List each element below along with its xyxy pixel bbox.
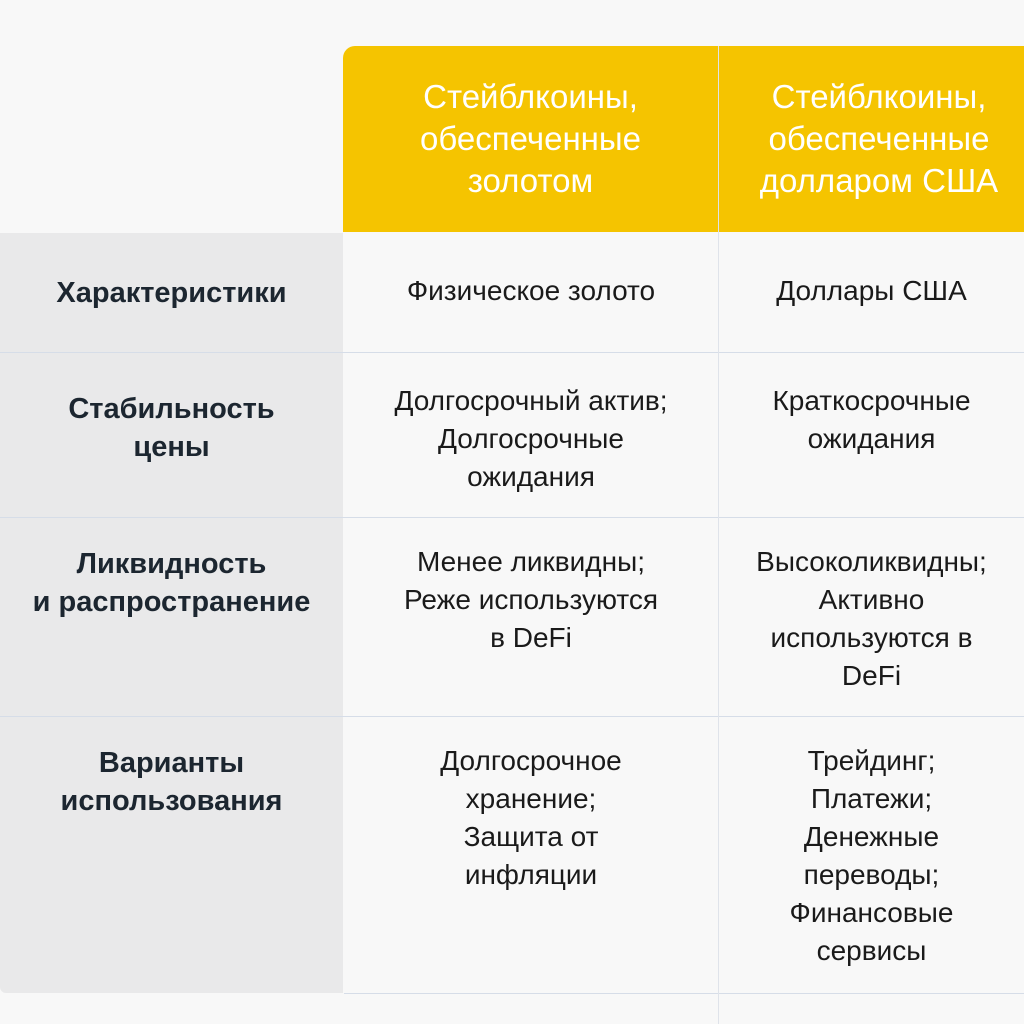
column-header-usd: Стейблкоины, обеспеченные долларом США (719, 46, 1024, 232)
cell-usd-use-cases: Трейдинг; Платежи; Денежные переводы; Фи… (719, 717, 1024, 993)
table-bottom-border (344, 993, 1024, 994)
row-divider (0, 517, 1024, 518)
row-label-characteristics: Характеристики (0, 233, 343, 352)
cell-gold-liquidity: Менее ликвидны; Реже используются в DeFi (344, 518, 718, 716)
cell-usd-liquidity: Высоколиквидны; Активно используются в D… (719, 518, 1024, 716)
cell-usd-price-stability: Краткосрочные ожидания (719, 353, 1024, 517)
row-divider (0, 716, 1024, 717)
header-text: Стейблкоины, обеспеченные долларом США (759, 78, 999, 199)
row-divider (0, 352, 1024, 353)
row-label-use-cases: Варианты использования (0, 717, 343, 993)
row-label-liquidity: Ликвидность и распространение (0, 518, 343, 716)
cell-gold-use-cases: Долгосрочное хранение; Защита от инфляци… (344, 717, 718, 993)
column-divider (718, 46, 719, 1024)
header-text: Стейблкоины, обеспеченные золотом (420, 78, 641, 199)
cell-gold-price-stability: Долгосрочный актив; Долгосрочные ожидани… (344, 353, 718, 517)
cell-usd-characteristics: Доллары США (719, 233, 1024, 352)
cell-gold-characteristics: Физическое золото (344, 233, 718, 352)
column-header-gold: Стейблкоины, обеспеченные золотом (343, 46, 718, 232)
row-label-price-stability: Стабильность цены (0, 353, 343, 517)
